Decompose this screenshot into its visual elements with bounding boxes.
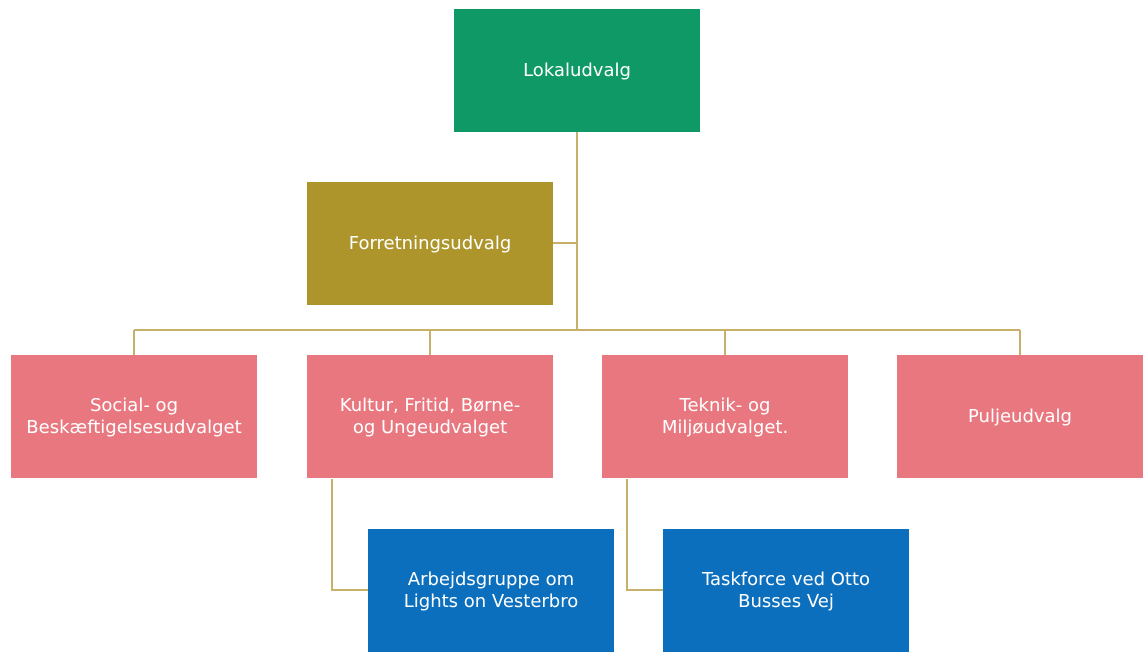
node-arbejdsgruppe-label: Arbejdsgruppe om Lights on Vesterbro [403, 568, 579, 612]
node-kultur-fritid: Kultur, Fritid, Børne- og Ungeudvalget [307, 355, 553, 478]
node-puljeudvalg: Puljeudvalg [897, 355, 1143, 478]
node-lokaludvalg-label: Lokaludvalg [523, 59, 631, 81]
node-teknik-miljoe-label: Teknik- og Miljøudvalget. [661, 394, 789, 438]
node-taskforce-label: Taskforce ved Otto Busses Vej [701, 568, 871, 612]
node-social-beskaeftigelse-label: Social- og Beskæftigelsesudvalget [26, 394, 242, 438]
node-taskforce: Taskforce ved Otto Busses Vej [663, 529, 909, 652]
node-social-beskaeftigelse: Social- og Beskæftigelsesudvalget [11, 355, 257, 478]
node-forretningsudvalg-label: Forretningsudvalg [348, 232, 512, 254]
connector-arbejdsgruppe [331, 479, 368, 591]
node-forretningsudvalg: Forretningsudvalg [307, 182, 553, 305]
node-puljeudvalg-label: Puljeudvalg [968, 405, 1072, 427]
node-lokaludvalg: Lokaludvalg [454, 9, 700, 132]
node-arbejdsgruppe: Arbejdsgruppe om Lights on Vesterbro [368, 529, 614, 652]
node-kultur-fritid-label: Kultur, Fritid, Børne- og Ungeudvalget [339, 394, 521, 438]
node-teknik-miljoe: Teknik- og Miljøudvalget. [602, 355, 848, 478]
connector-taskforce [626, 479, 663, 591]
